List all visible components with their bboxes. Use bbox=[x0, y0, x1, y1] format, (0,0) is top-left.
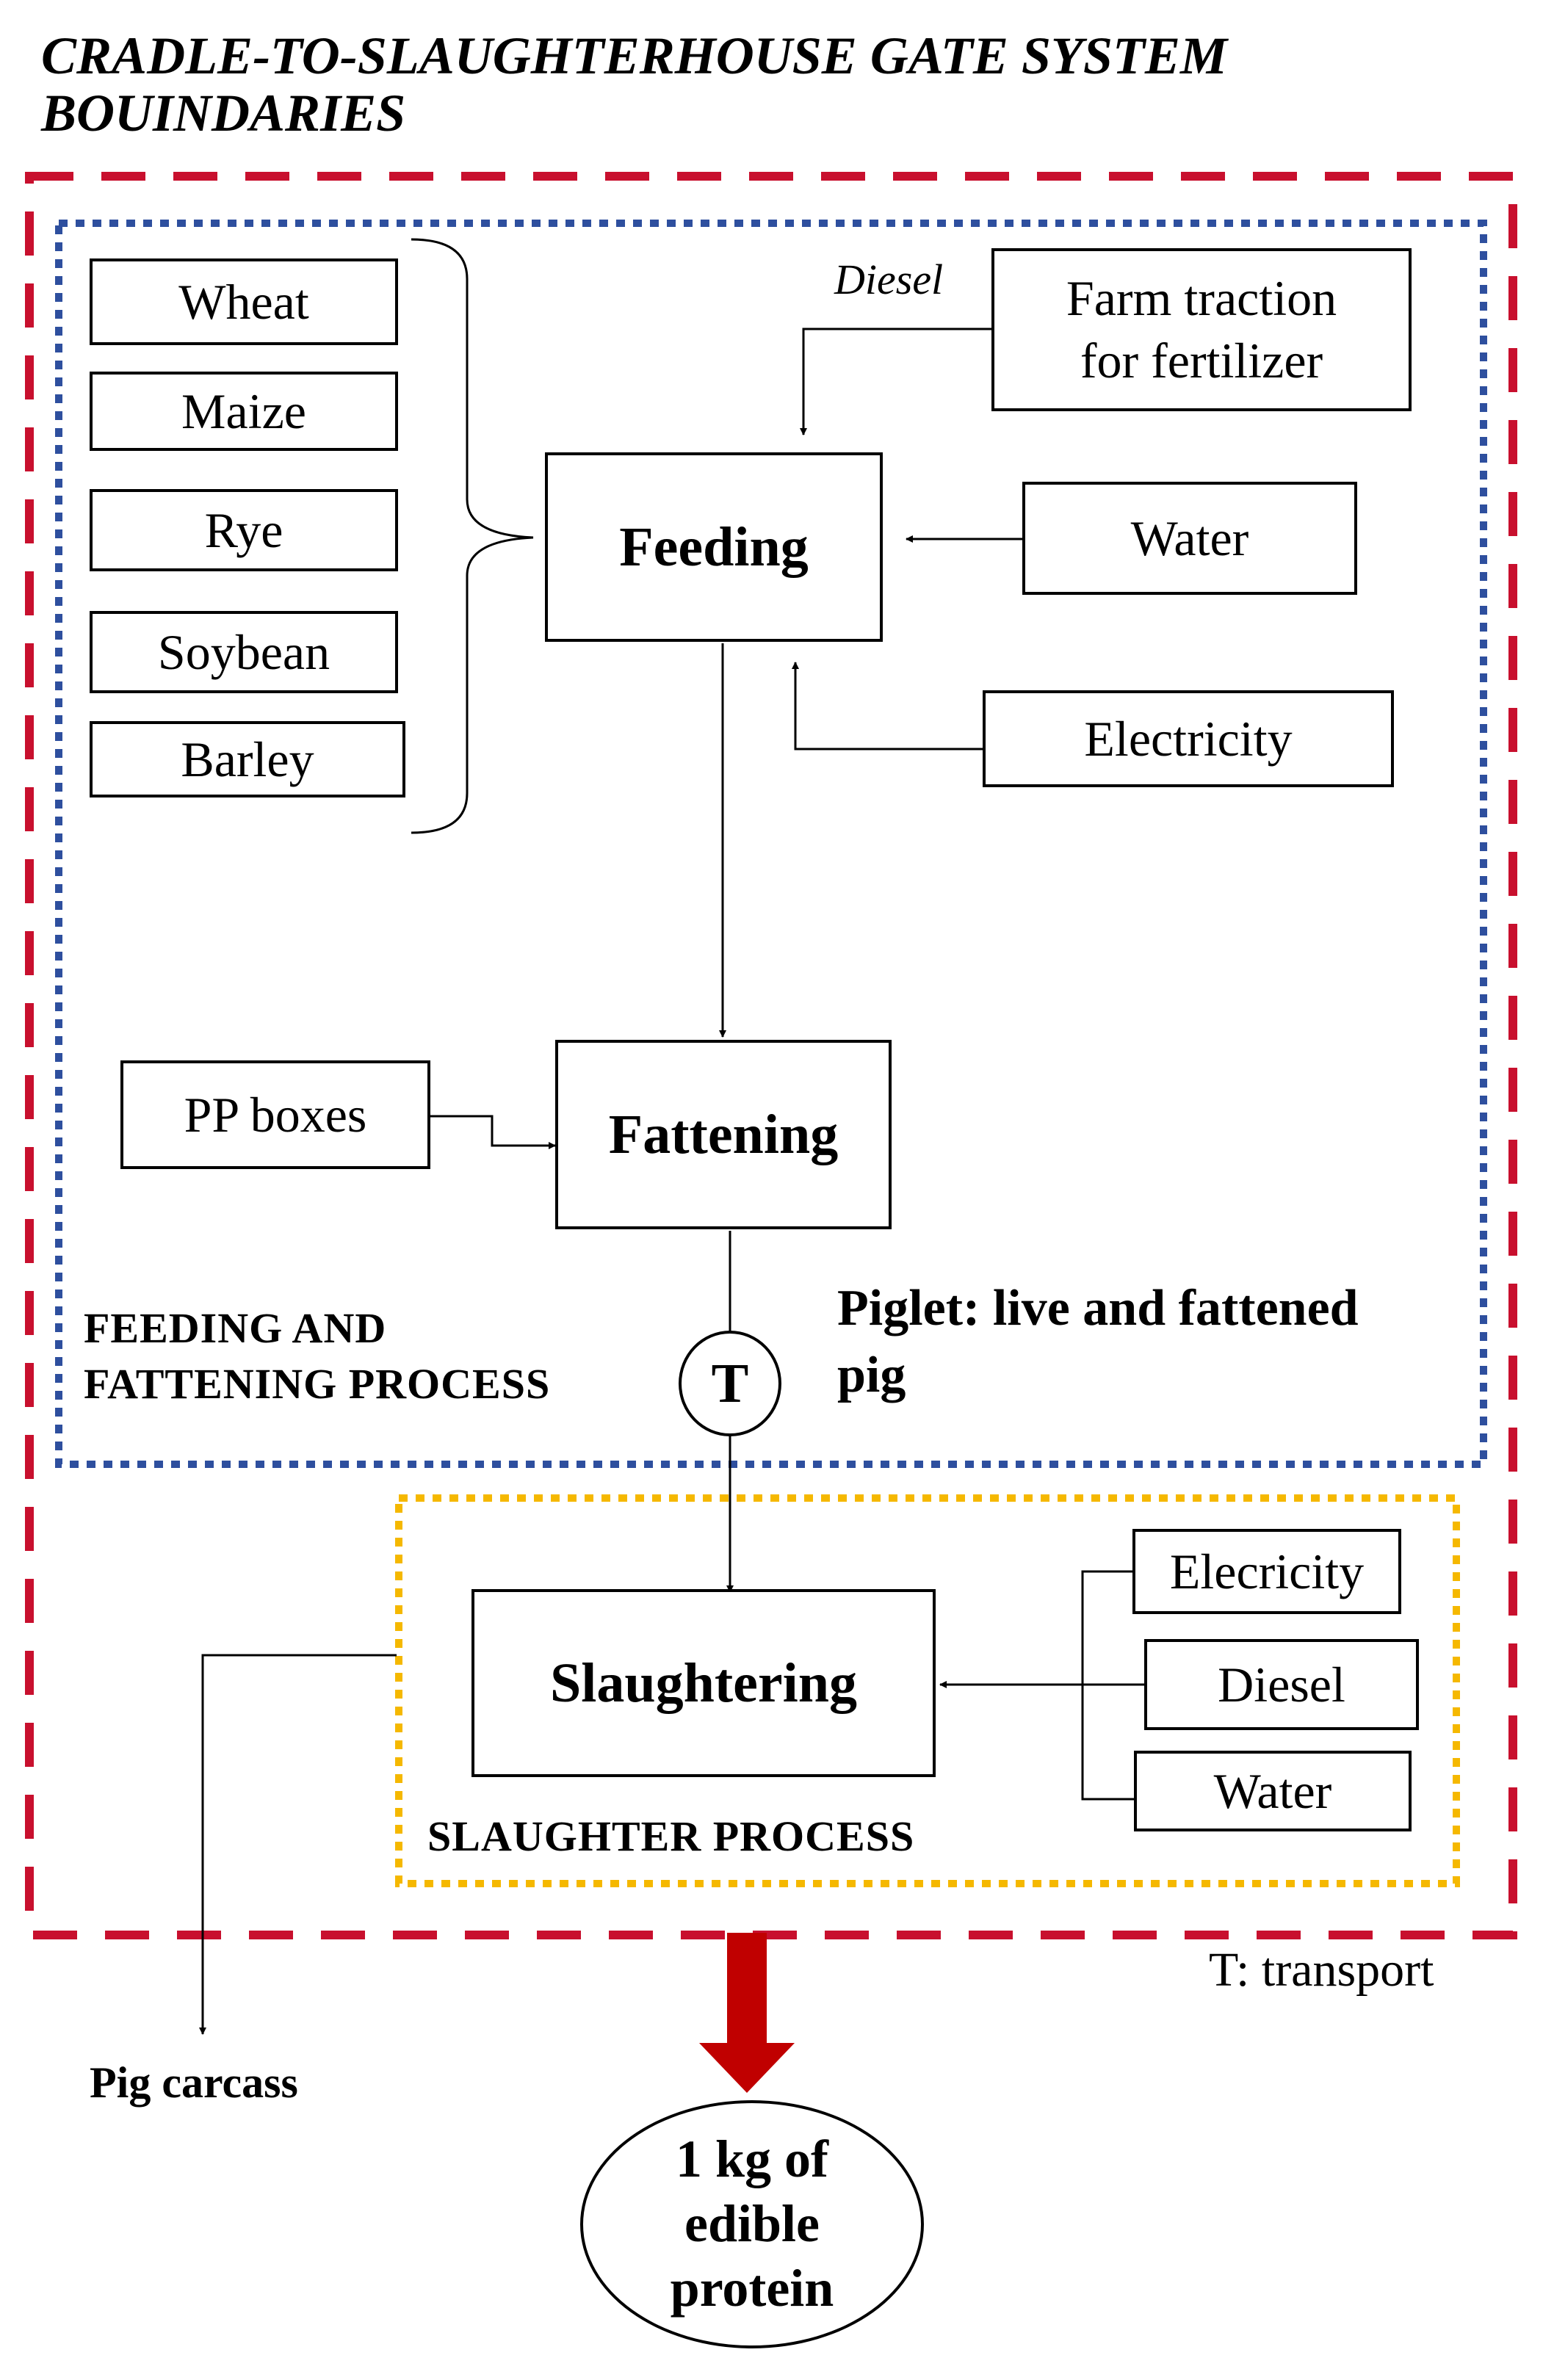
input-label-rye: Rye bbox=[204, 502, 283, 558]
diesel-connector bbox=[800, 328, 993, 435]
electricity-label: Electricity bbox=[1084, 710, 1293, 767]
feed-inputs-brace bbox=[411, 238, 534, 834]
transport-node: T bbox=[679, 1331, 781, 1436]
input-box-soybean: Soybean bbox=[90, 611, 398, 693]
input-box-rye: Rye bbox=[90, 489, 398, 571]
transport-node-label: T bbox=[711, 1352, 749, 1414]
slaughtering-label: Slaughtering bbox=[549, 1652, 858, 1714]
slaughter-input-diesel: Diesel bbox=[1144, 1639, 1419, 1730]
input-label-barley: Barley bbox=[181, 731, 314, 787]
slaughter-process-label: SLAUGHTER PROCESS bbox=[427, 1812, 915, 1860]
input-label-wheat: Wheat bbox=[178, 273, 309, 330]
pp-boxes-connector bbox=[430, 1115, 556, 1149]
electricity-box: Electricity bbox=[983, 690, 1394, 787]
feeding-process-label-line1: FEEDING AND bbox=[84, 1304, 387, 1352]
feeding-box: Feeding bbox=[545, 452, 883, 642]
input-box-barley: Barley bbox=[90, 721, 405, 797]
slaughter-input-water: Water bbox=[1134, 1751, 1412, 1831]
system-boundary-frame bbox=[25, 172, 1517, 1939]
piglet-note: Piglet: live and fattened pig bbox=[837, 1280, 1359, 1403]
farm-traction-box: Farm traction for fertilizer bbox=[991, 248, 1412, 411]
farm-traction-line2: for fertilizer bbox=[1080, 333, 1323, 388]
functional-unit-ellipse: 1 kg of edible protein bbox=[580, 2100, 924, 2348]
diagram-title-line1: CRADLE-TO-SLAUGHTERHOUSE GATE SYSTEM bbox=[41, 26, 1227, 85]
input-box-maize: Maize bbox=[90, 372, 398, 451]
water-box: Water bbox=[1022, 482, 1357, 595]
farm-traction-line1: Farm traction bbox=[1066, 270, 1337, 326]
feeding-label: Feeding bbox=[619, 516, 809, 578]
pig-carcass-label: Pig carcass bbox=[90, 2058, 298, 2107]
pig-carcass-connector bbox=[199, 1654, 397, 2035]
input-label-soybean: Soybean bbox=[157, 623, 330, 680]
input-label-maize: Maize bbox=[181, 383, 306, 439]
input-box-wheat: Wheat bbox=[90, 258, 398, 345]
water-label: Water bbox=[1130, 510, 1249, 566]
transport-legend: T: transport bbox=[1209, 1943, 1434, 1997]
pp-boxes-label: PP boxes bbox=[184, 1086, 367, 1143]
slaughter-input-electricity-label: Elecricity bbox=[1169, 1543, 1365, 1599]
slaughter-input-electricity: Elecricity bbox=[1132, 1529, 1401, 1614]
functional-unit-label: 1 kg of edible protein bbox=[670, 2130, 834, 2318]
slaughter-input-water-label: Water bbox=[1213, 1762, 1332, 1819]
slaughter-boundary bbox=[395, 1494, 1460, 1887]
fattening-label: Fattening bbox=[608, 1103, 839, 1165]
diagram-title-line2: BOUINDARIES bbox=[41, 84, 406, 142]
diesel-label: Diesel bbox=[834, 256, 944, 303]
pp-boxes-box: PP boxes bbox=[120, 1060, 430, 1169]
feeding-process-label-line2: FATTENING PROCESS bbox=[84, 1360, 551, 1408]
fattening-box: Fattening bbox=[555, 1040, 892, 1229]
output-arrow bbox=[699, 1933, 795, 2093]
slaughtering-box: Slaughtering bbox=[471, 1589, 936, 1777]
slaughter-input-diesel-label: Diesel bbox=[1218, 1656, 1345, 1712]
feeding-fattening-boundary bbox=[55, 220, 1487, 1468]
electricity-connector bbox=[792, 662, 984, 750]
